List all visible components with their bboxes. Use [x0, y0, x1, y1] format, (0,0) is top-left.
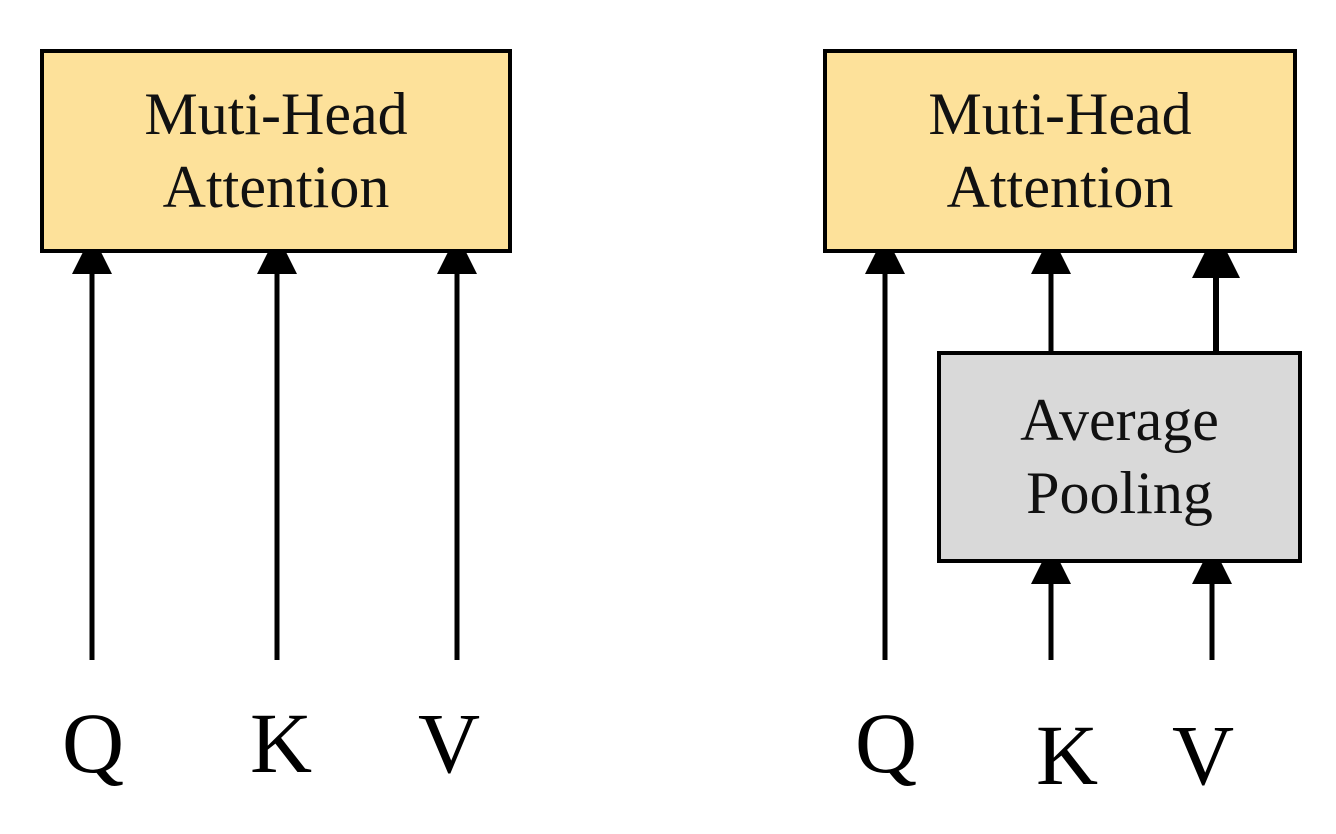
- right-k-label: K: [1036, 707, 1099, 803]
- right-v-label: V: [1172, 707, 1235, 803]
- right-attention-line2: Attention: [946, 154, 1174, 220]
- left-k-label: K: [250, 695, 313, 791]
- left-q-label: Q: [62, 695, 125, 791]
- left-attention-box: Muti-Head Attention: [40, 49, 512, 253]
- average-pooling-box: Average Pooling: [937, 351, 1302, 563]
- right-q-label: Q: [855, 695, 918, 791]
- pooling-line1: Average: [1020, 386, 1219, 453]
- right-attention-line1: Muti-Head: [928, 80, 1192, 147]
- left-v-label: V: [418, 695, 481, 791]
- left-attention-line2: Attention: [162, 154, 390, 220]
- left-attention-line1: Muti-Head: [144, 80, 408, 147]
- right-attention-box: Muti-Head Attention: [823, 49, 1297, 253]
- pooling-line2: Pooling: [1026, 460, 1213, 526]
